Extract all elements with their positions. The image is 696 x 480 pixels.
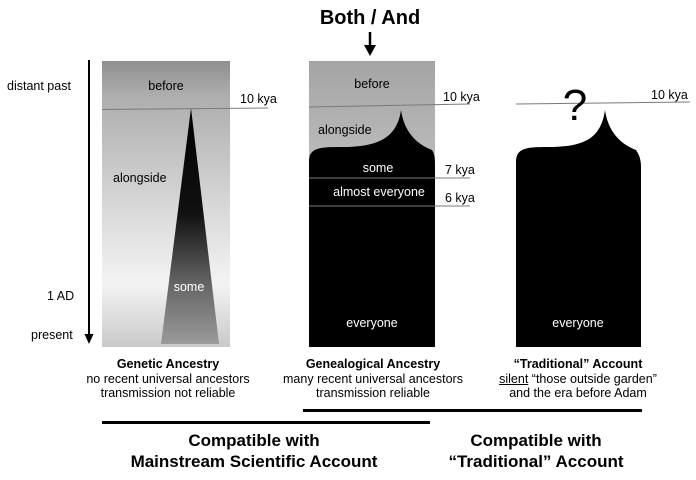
- genealogical-7kya-label: 7 kya: [445, 163, 475, 177]
- genealogical-alongside-label: alongside: [318, 123, 372, 137]
- genealogical-caption-line1: many recent universal ancestors: [283, 371, 463, 386]
- genealogical-some-label: some: [362, 161, 394, 175]
- traditional-question-mark: ?: [562, 81, 588, 130]
- traditional-10kya-label: 10 kya: [651, 88, 688, 102]
- genealogical-panel: [308, 61, 471, 347]
- traditional-compat-line1: Compatible with: [470, 431, 602, 450]
- timeline-label-1ad: 1 AD: [47, 289, 75, 303]
- header-title: Both / And: [319, 7, 421, 29]
- scientific-compat-bar: [102, 421, 430, 424]
- traditional-account-shape: [516, 110, 641, 347]
- traditional-caption-title: “Traditional” Account: [513, 357, 643, 371]
- traditional-caption-line1: silent “those outside garden”: [499, 371, 657, 386]
- genealogical-6kya-label: 6 kya: [445, 191, 475, 205]
- genealogical-10kya-label: 10 kya: [443, 90, 480, 104]
- timeline-label-present: present: [31, 328, 73, 342]
- traditional-compat-bar: [303, 409, 642, 412]
- genetic-alongside-label: alongside: [113, 171, 167, 185]
- genealogical-caption-title: Genealogical Ancestry: [305, 357, 441, 371]
- genealogical-before-label: before: [354, 77, 390, 91]
- traditional-panel: [515, 101, 691, 347]
- traditional-compat-text: Compatible with “Traditional” Account: [448, 430, 623, 473]
- scientific-compat-text: Compatible with Mainstream Scientific Ac…: [131, 430, 378, 473]
- traditional-caption-line2: and the era before Adam: [509, 386, 647, 400]
- traditional-everyone-label: everyone: [552, 316, 604, 330]
- scientific-compat-line1: Compatible with: [188, 431, 320, 450]
- genetic-ancestry-cone: [161, 108, 219, 344]
- genetic-caption-line2: transmission not reliable: [100, 386, 236, 400]
- timeline-label-distant-past: distant past: [7, 79, 71, 93]
- timeline-arrow-icon: [84, 60, 94, 344]
- genealogical-caption: Genealogical Ancestry many recent univer…: [283, 358, 463, 400]
- genetic-panel: [101, 61, 269, 347]
- genealogical-caption-line2: transmission reliable: [316, 386, 430, 400]
- traditional-10kya-line: [515, 101, 691, 105]
- scientific-compat-line2: Mainstream Scientific Account: [130, 452, 378, 472]
- genealogical-everyone-label: everyone: [346, 316, 398, 330]
- genealogical-almost-everyone-label: almost everyone: [333, 185, 425, 199]
- traditional-compat-line2: “Traditional” Account: [448, 452, 624, 472]
- genetic-10kya-label: 10 kya: [240, 92, 277, 106]
- genetic-10kya-line: [101, 107, 269, 110]
- genealogical-10kya-line: [308, 103, 471, 108]
- genetic-caption: Genetic Ancestry no recent universal anc…: [86, 358, 249, 400]
- genetic-caption-line1: no recent universal ancestors: [86, 371, 250, 386]
- down-arrow-icon: [364, 32, 376, 56]
- genealogical-ancestry-shape: [309, 110, 435, 347]
- traditional-caption-line1-rest: “those outside garden”: [528, 371, 657, 386]
- genetic-some-label: some: [173, 280, 205, 294]
- traditional-caption: “Traditional” Account silent “those outs…: [499, 358, 657, 400]
- genetic-before-label: before: [148, 79, 184, 93]
- genetic-caption-title: Genetic Ancestry: [116, 357, 220, 371]
- traditional-caption-silent: silent: [499, 371, 529, 386]
